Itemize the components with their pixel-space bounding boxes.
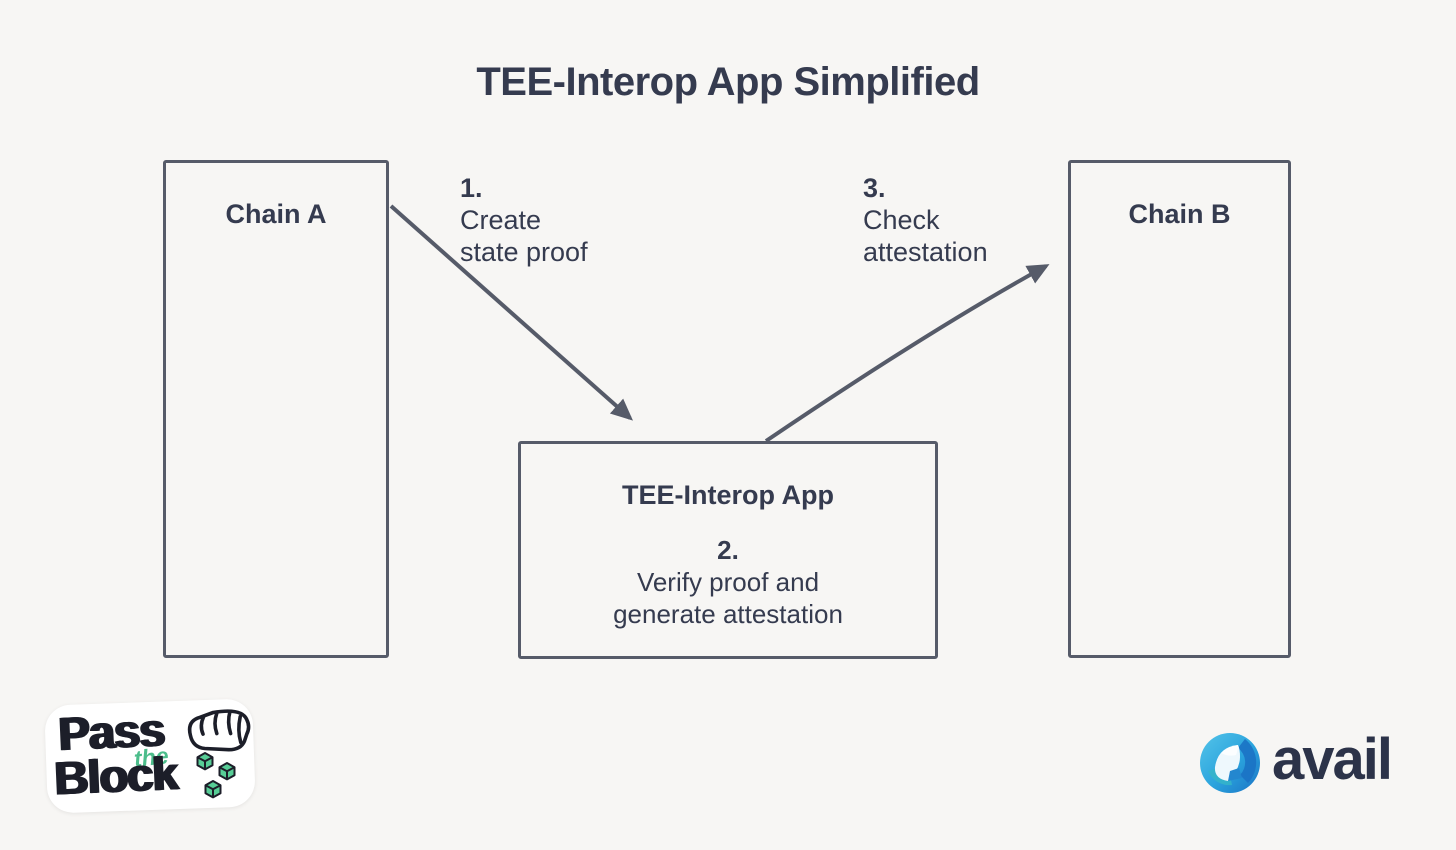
tee-step-number: 2. bbox=[717, 535, 739, 565]
arrow-create-state-proof bbox=[389, 204, 633, 421]
avail-logo: avail bbox=[1198, 727, 1393, 795]
node-chain-b-label: Chain B bbox=[1128, 199, 1231, 229]
avail-wordmark: avail bbox=[1272, 727, 1393, 792]
edge-step-number: 1. bbox=[460, 173, 483, 203]
edge-step-number: 3. bbox=[863, 173, 886, 203]
edge-label-line: Create bbox=[460, 205, 542, 235]
tee-description-line-1: Verify proof and bbox=[636, 567, 820, 597]
edge-label-create-state-proof: 1. Create state proof bbox=[460, 172, 588, 268]
node-chain-b: Chain B bbox=[1068, 160, 1291, 658]
node-chain-a: Chain A bbox=[163, 160, 389, 658]
avail-mark-icon bbox=[1200, 733, 1260, 793]
pass-the-block-logo: Pass the Block bbox=[42, 698, 264, 814]
logo-word-block: Block bbox=[52, 746, 179, 805]
node-tee-app-label: TEE-Interop App bbox=[622, 480, 834, 510]
edge-label-line: state proof bbox=[460, 237, 588, 267]
node-tee-app: TEE-Interop App 2. Verify proof and gene… bbox=[518, 441, 938, 659]
fist-icon bbox=[187, 709, 251, 752]
node-chain-a-label: Chain A bbox=[225, 199, 327, 229]
dice-cubes-icon bbox=[196, 752, 236, 799]
page-title: TEE-Interop App Simplified bbox=[476, 60, 980, 104]
tee-description-line-2: generate attestation bbox=[613, 599, 843, 629]
arrow-check-attestation bbox=[764, 264, 1050, 443]
edge-label-line: attestation bbox=[863, 237, 988, 267]
edge-label-line: Check bbox=[863, 205, 940, 235]
edge-label-check-attestation: 3. Check attestation bbox=[863, 172, 988, 268]
